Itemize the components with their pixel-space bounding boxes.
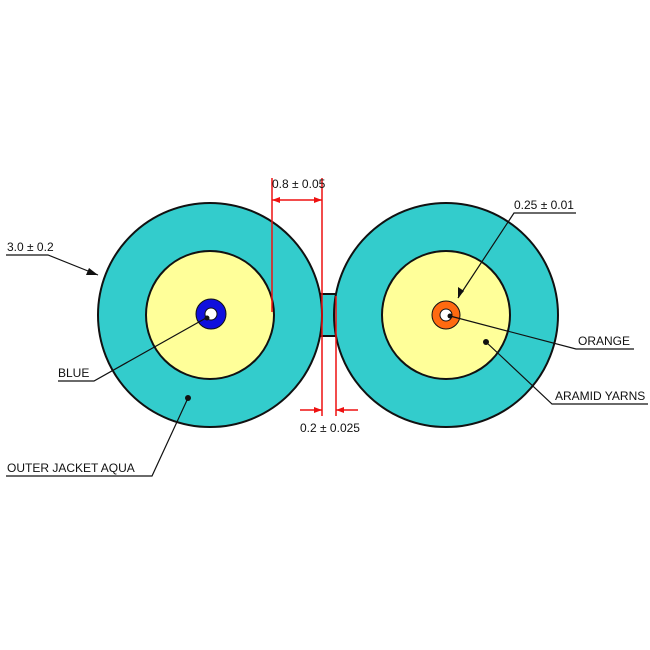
- label-web-thickness: 0.2 ± 0.025: [300, 421, 360, 435]
- label-outer-diameter: 3.0 ± 0.2: [7, 240, 54, 254]
- arrowhead-top-left: [272, 197, 280, 203]
- arrowhead-bottom-right: [336, 407, 344, 413]
- dot-orange: [447, 313, 453, 319]
- leader-lines: [6, 212, 648, 477]
- leader-outer-jacket: [6, 397, 189, 477]
- label-inner-dimension: 0.8 ± 0.05: [272, 177, 326, 191]
- dot-aramid: [483, 339, 489, 345]
- dot-blue: [204, 315, 210, 321]
- arrowhead-bottom-left: [314, 407, 322, 413]
- leader-aramid: [485, 341, 648, 405]
- label-orange: ORANGE: [578, 334, 630, 348]
- arrowhead-top-right: [314, 197, 322, 203]
- leader-orange: [449, 315, 634, 350]
- arrowhead-fiber-core: [458, 287, 464, 298]
- leader-blue: [58, 317, 207, 382]
- label-aramid-yarns: ARAMID YARNS: [555, 389, 645, 403]
- leader-terminals: [86, 268, 489, 401]
- leader-outer-diameter: [6, 254, 99, 276]
- dimension-arrowheads: [272, 197, 344, 413]
- label-fiber-core: 0.25 ± 0.01: [514, 198, 574, 212]
- dot-outer-jacket: [185, 395, 191, 401]
- label-outer-jacket: OUTER JACKET AQUA: [7, 461, 135, 475]
- label-blue: BLUE: [58, 366, 89, 380]
- arrowhead-outer-diameter: [86, 268, 98, 275]
- leader-fiber-core: [457, 212, 576, 299]
